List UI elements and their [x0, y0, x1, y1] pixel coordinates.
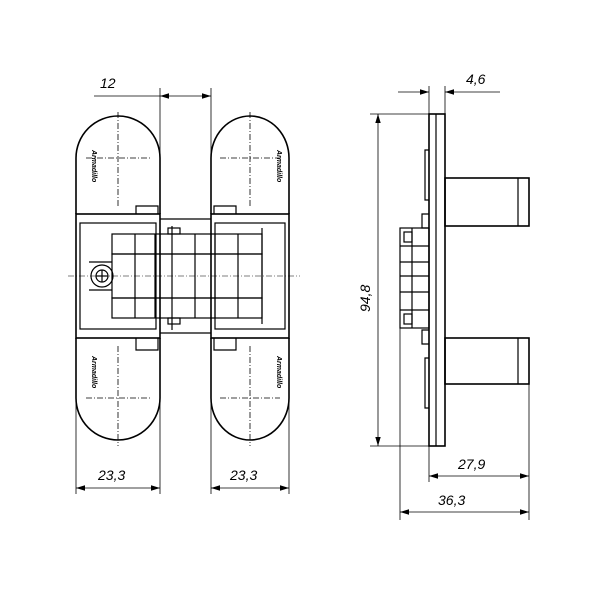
brand-label-left-top: Armadillo [90, 149, 97, 183]
side-flange [428, 113, 446, 447]
dimension-right-width: 23,3 [229, 467, 257, 483]
dimension-height: 94,8 [357, 285, 373, 312]
dimension-left-width: 23,3 [97, 467, 125, 483]
brand-label-right-bottom: Armadillo [275, 355, 282, 389]
side-body-lower [444, 337, 530, 385]
side-mechanism [399, 227, 430, 329]
side-view-dimensions: 4,6 94,8 27,9 36,3 [357, 71, 530, 520]
dimension-top-offset: 12 [100, 75, 116, 91]
dimension-total-depth: 36,3 [438, 492, 465, 508]
dimension-body-depth: 27,9 [457, 456, 485, 472]
dimension-flange-thickness: 4,6 [466, 71, 486, 87]
brand-label-right-top: Armadillo [275, 149, 282, 183]
front-view-dimensions: 12 23,3 23,3 [75, 75, 290, 494]
side-body-upper [444, 177, 530, 227]
brand-label-left-bottom: Armadillo [90, 355, 97, 389]
side-view [399, 113, 530, 447]
front-view: Armadillo Armadillo [68, 112, 300, 446]
